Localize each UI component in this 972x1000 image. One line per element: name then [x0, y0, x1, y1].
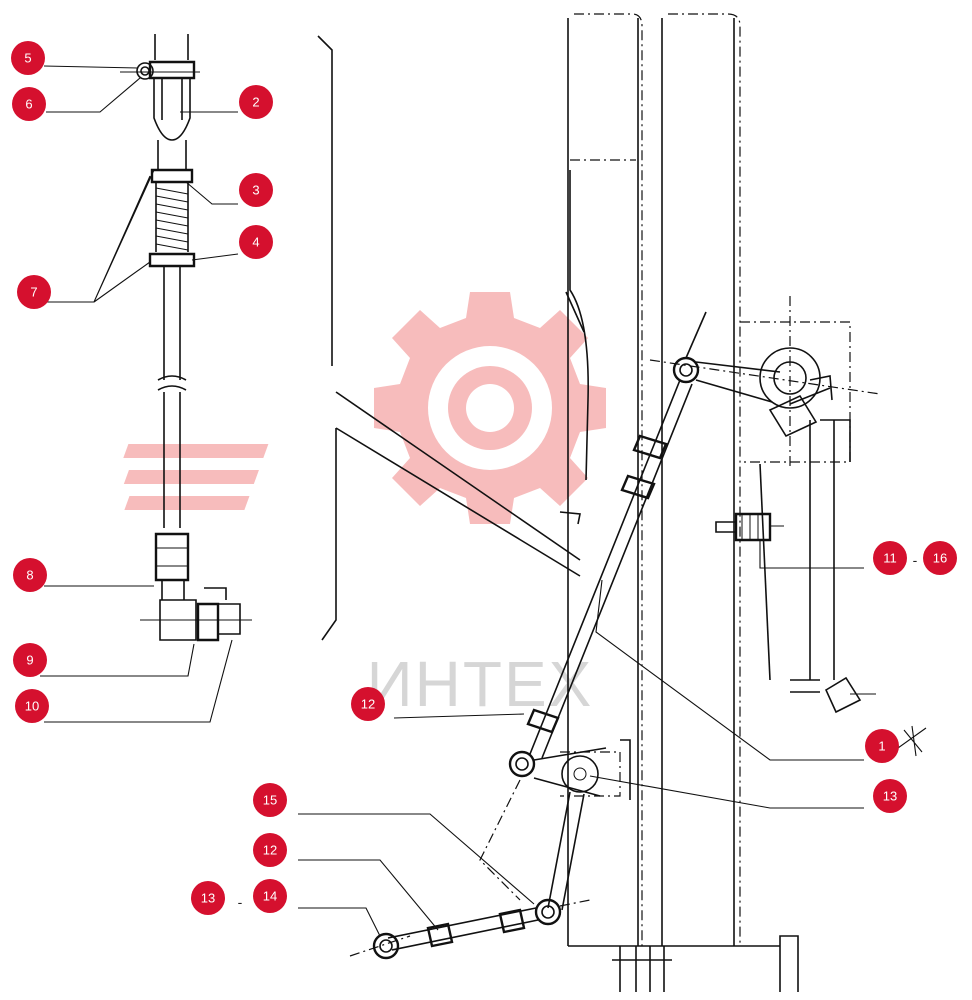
callout-label-10: 10	[25, 699, 39, 714]
callout-2: 2	[239, 85, 273, 119]
callout-12-lower: 12	[253, 833, 287, 867]
leader-lines	[40, 65, 927, 937]
callouts: 5 6 2 3 4 7 8 9	[11, 41, 957, 915]
badge-circle-8	[13, 558, 47, 592]
callout-label-1: 1	[878, 739, 885, 754]
callout-label-3: 3	[252, 183, 259, 198]
callout-label-12-upper: 12	[361, 697, 375, 712]
callout-7: 7	[17, 275, 51, 309]
watermark-gear-logo	[123, 292, 606, 524]
badge-circle-16	[923, 541, 957, 575]
badge-circle-6	[12, 87, 46, 121]
callout-1: 1	[865, 729, 899, 763]
callout-10: 10	[15, 689, 49, 723]
callout-label-14: 14	[263, 889, 277, 904]
callout-label-16: 16	[933, 551, 947, 566]
callout-4: 4	[239, 225, 273, 259]
callout-12-upper: 12	[351, 687, 385, 721]
watermark: ИНТЕХ	[123, 292, 606, 720]
callout-separator-11-16: -	[913, 552, 918, 568]
callout-label-5: 5	[24, 51, 31, 66]
callout-14: 14	[253, 879, 287, 913]
callout-6: 6	[12, 87, 46, 121]
callout-separator-13-14: -	[238, 894, 243, 910]
callout-16: 16	[923, 541, 957, 575]
callout-11: 11	[873, 541, 907, 575]
badge-circle-7	[17, 275, 51, 309]
frame-outline	[317, 35, 581, 641]
callout-label-12-lower: 12	[263, 843, 277, 858]
main-control-rod	[349, 379, 693, 960]
callout-label-2: 2	[252, 95, 259, 110]
callout-label-8: 8	[26, 568, 33, 583]
badge-circle-3	[239, 173, 273, 207]
callout-label-11: 11	[883, 551, 897, 566]
callout-label-13-left: 13	[201, 891, 215, 906]
badge-circle-14	[253, 879, 287, 913]
callout-15: 15	[253, 783, 287, 817]
callout-13-right: 13	[873, 779, 907, 813]
badge-circle-4	[239, 225, 273, 259]
callout-8: 8	[13, 558, 47, 592]
badge-circle-5	[11, 41, 45, 75]
callout-label-15: 15	[263, 793, 277, 808]
callout-label-7: 7	[30, 285, 37, 300]
callout-5: 5	[11, 41, 45, 75]
badge-circle-13-right	[873, 779, 907, 813]
callout-13-left: 13	[191, 881, 225, 915]
watermark-text: ИНТЕХ	[367, 648, 594, 720]
badge-circle-1	[865, 729, 899, 763]
badge-circle-12-lower	[253, 833, 287, 867]
door-frame	[559, 13, 799, 992]
callout-9: 9	[13, 643, 47, 677]
upper-lever-mechanism	[649, 296, 881, 714]
callout-label-6: 6	[25, 97, 32, 112]
callout-3: 3	[239, 173, 273, 207]
callout-label-4: 4	[252, 235, 259, 250]
badge-circle-15	[253, 783, 287, 817]
callout-label-9: 9	[26, 653, 33, 668]
badge-circle-2	[239, 85, 273, 119]
callout-label-13-right: 13	[883, 789, 897, 804]
tie-rod-detail	[120, 34, 252, 642]
badge-circle-9	[13, 643, 47, 677]
badge-circle-10	[15, 689, 49, 723]
badge-circle-13-left	[191, 881, 225, 915]
badge-circle-11	[873, 541, 907, 575]
badge-circle-12-upper	[351, 687, 385, 721]
